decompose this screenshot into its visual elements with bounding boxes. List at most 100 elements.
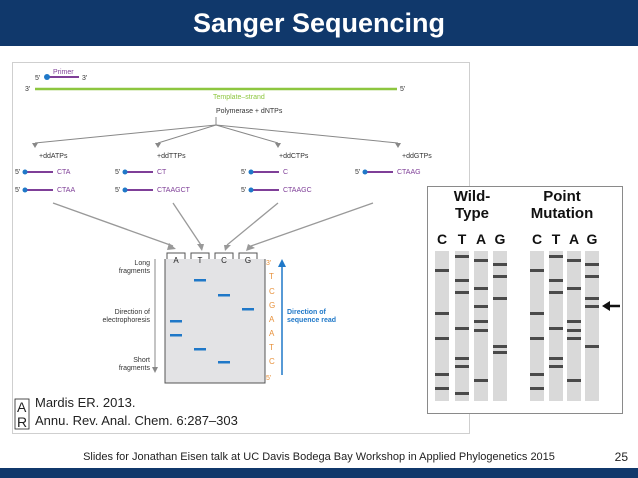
branch-line-t	[157, 124, 217, 144]
frag-5-t1: 5'	[115, 169, 120, 176]
wt-lane-g: G	[495, 231, 506, 247]
lane-label-g: G	[245, 256, 251, 265]
frag-dot-c1	[248, 169, 254, 175]
reaction-label-g: +ddGTPs	[402, 153, 432, 160]
direction-electrophoresis-line2: electrophoresis	[103, 317, 151, 324]
read-base: T	[269, 343, 274, 352]
mut-lane-a: A	[569, 231, 579, 247]
primer-dot	[44, 74, 50, 80]
gel-band	[242, 308, 254, 311]
citation-journal: Annu. Rev. Anal. Chem. 6:287–303	[35, 413, 238, 428]
reaction-label-t: +ddTTPs	[157, 153, 186, 160]
read-base: C	[269, 287, 275, 296]
frag-dot-a2	[22, 187, 28, 193]
branch-arrowhead-a	[32, 143, 38, 148]
direction-read-line2: sequence read	[287, 317, 336, 324]
reaction-label-a: +ddATPs	[39, 153, 68, 160]
read-base: A	[269, 329, 275, 338]
slide-number: 25	[614, 450, 628, 464]
long-fragments-line2: fragments	[119, 268, 151, 275]
lane-label-a: A	[173, 256, 179, 265]
gel-band	[194, 279, 206, 282]
frag-text-a2: CTAA	[57, 187, 75, 194]
primer-3-label: 3'	[82, 75, 87, 82]
citation-author: Mardis ER. 2013.	[35, 395, 135, 410]
reaction-label-c: +ddCTPs	[279, 153, 309, 160]
read-base: T	[269, 272, 274, 281]
wt-lane-a: A	[476, 231, 486, 247]
frag-text-g1: CTAAG	[397, 169, 421, 176]
short-fragments-line1: Short	[133, 357, 150, 364]
read-base: G	[269, 301, 275, 310]
read-base: A	[269, 315, 275, 324]
frag-5-a1: 5'	[15, 169, 20, 176]
annual-reviews-logo: A R	[14, 398, 30, 430]
frag-text-t2: CTAAGCT	[157, 187, 191, 194]
gel-band	[170, 334, 182, 337]
electrophoresis-arrowhead	[152, 367, 158, 373]
converge-arrow-g	[250, 202, 374, 247]
wild-type-line1: Wild-	[454, 188, 491, 205]
mut-lane-c: C	[532, 231, 542, 247]
converge-head-t	[197, 244, 204, 251]
converge-arrow-t	[172, 202, 202, 246]
frag-text-c2: CTAAGC	[283, 187, 312, 194]
frag-text-c1: C	[283, 169, 288, 176]
frag-dot-t1	[122, 169, 128, 175]
gel-lane-smears	[435, 251, 599, 401]
frag-5-t2: 5'	[115, 187, 120, 194]
read-base: C	[269, 357, 275, 366]
point-mutation-line1: Point	[543, 188, 581, 205]
branch-arrowhead-t	[155, 143, 161, 148]
template-strand-label: Template–strand	[213, 94, 265, 101]
converge-arrow-a	[52, 202, 174, 247]
branch-line-c	[215, 124, 279, 144]
lane-label-t: T	[198, 256, 203, 265]
gel-band	[218, 361, 230, 364]
direction-read-line1: Direction of	[287, 309, 327, 316]
converge-head-g	[246, 244, 255, 251]
point-mutation-line2: Mutation	[531, 205, 593, 222]
frag-5-c1: 5'	[241, 169, 246, 176]
sanger-diagram-svg: Primer 5' 3' 3' 5' Template–strand Polym…	[14, 69, 432, 430]
branch-arrowhead-c	[275, 143, 281, 148]
short-fragments-line2: fragments	[119, 365, 151, 372]
slide-footer: Slides for Jonathan Eisen talk at UC Dav…	[83, 451, 555, 463]
gel-photo-bands	[435, 255, 599, 395]
wt-lane-c: C	[437, 231, 447, 247]
read-bottom-label: 5'	[266, 375, 271, 382]
branch-line-g	[215, 124, 399, 144]
gel-photo-svg: Wild- Type Point Mutation C T A G C T A …	[435, 188, 620, 401]
sanger-diagram-figure: Primer 5' 3' 3' 5' Template–strand Polym…	[12, 62, 470, 434]
gel-outline	[164, 259, 266, 384]
polymerase-label: Polymerase + dNTPs	[216, 108, 283, 115]
frag-text-a1: CTA	[57, 169, 71, 176]
frag-dot-g1	[362, 169, 368, 175]
mutation-arrow-icon	[602, 301, 620, 311]
template-5-label: 5'	[400, 86, 405, 93]
wild-type-line2: Type	[455, 205, 489, 222]
gel-band	[170, 320, 182, 323]
frag-dot-t2	[122, 187, 128, 193]
gel-band	[194, 348, 206, 351]
svg-text:R: R	[17, 414, 27, 430]
frag-text-t1: CT	[157, 169, 167, 176]
primer-label: Primer	[53, 69, 74, 76]
slide-title: Sanger Sequencing	[192, 8, 446, 38]
converge-head-c	[224, 245, 231, 251]
read-top-label: 3'	[266, 260, 271, 267]
converge-head-a	[167, 243, 176, 250]
primer-5-label: 5'	[35, 75, 40, 82]
frag-dot-a1	[22, 169, 28, 175]
converge-arrow-c	[226, 202, 279, 246]
title-bar	[0, 0, 638, 46]
branch-arrowhead-g	[395, 143, 401, 148]
direction-electrophoresis-line1: Direction of	[115, 309, 150, 316]
frag-dot-c2	[248, 187, 254, 193]
branch-line-a	[34, 124, 217, 144]
read-direction-arrowhead	[278, 259, 286, 267]
mut-lane-t: T	[552, 231, 561, 247]
template-3-label: 3'	[25, 86, 30, 93]
wt-lane-t: T	[458, 231, 467, 247]
gel-wells	[166, 252, 258, 259]
